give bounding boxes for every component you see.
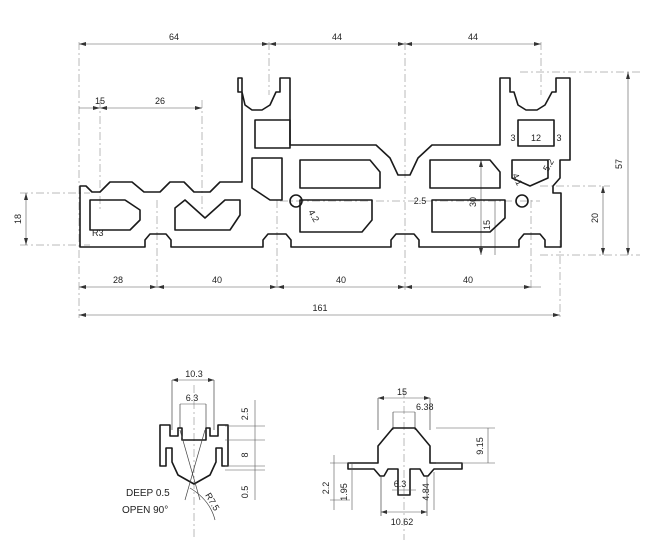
dim-right-30: 30 (468, 197, 478, 207)
slot-dim-6-3: 6.3 (186, 393, 199, 403)
label-r3: R3 (92, 228, 104, 238)
dim-top-2: 44 (332, 32, 342, 42)
profile-outline (79, 77, 571, 248)
dim-bottom-4: 40 (463, 275, 473, 285)
slot-note-deep: DEEP 0.5 (126, 488, 170, 499)
slot-dim-10-3: 10.3 (185, 369, 203, 379)
label-3-right: 3 (556, 133, 561, 143)
dim-top-3: 44 (468, 32, 478, 42)
label-4-2: 4.2 (306, 208, 321, 224)
groove-dim-9-15: 9.15 (475, 437, 485, 455)
core-hole-1 (289, 194, 303, 208)
slot-dim-8: 8 (240, 452, 250, 457)
slot-dim-0-5: 0.5 (240, 486, 250, 499)
square-hole-right (517, 119, 555, 147)
groove-dim-15: 15 (397, 387, 407, 397)
slot-note-open: OPEN 90° (122, 505, 168, 516)
groove-dim-2-2: 2.2 (321, 482, 331, 495)
dim-right-20: 20 (590, 213, 600, 223)
dim-upper-1: 15 (95, 96, 105, 106)
main-profile: 64 44 44 15 26 57 30 20 15 18 (13, 32, 640, 318)
dim-bottom-3: 40 (336, 275, 346, 285)
dim-bottom-2: 40 (212, 275, 222, 285)
dim-right-15: 15 (482, 220, 492, 230)
square-hole-left (254, 119, 291, 149)
label-4-1: 4.1 (510, 172, 524, 188)
core-hole-2 (515, 194, 529, 208)
groove-dim-6-38: 6.38 (416, 402, 434, 412)
slot-outline (159, 424, 229, 485)
label-2-5: 2.5 (414, 196, 427, 206)
dim-right-57: 57 (614, 159, 624, 169)
label-12: 12 (531, 133, 541, 143)
dim-bottom-1: 28 (113, 275, 123, 285)
groove-dim-6-3: 6.3 (394, 479, 407, 489)
label-3-left: 3 (510, 133, 515, 143)
dim-upper-2: 26 (155, 96, 165, 106)
dim-top-1: 64 (169, 32, 179, 42)
dim-left-18: 18 (13, 214, 23, 224)
groove-outline (347, 427, 463, 496)
dim-overall-width: 161 (312, 303, 327, 313)
groove-dim-10-62: 10.62 (391, 517, 414, 527)
groove-dim-1-95: 1.95 (339, 483, 349, 501)
groove-dim-4-84: 4.84 (421, 483, 431, 501)
groove-detail: 15 6.38 9.15 2.2 1.95 6.3 4.84 10.62 (321, 387, 495, 540)
slot-detail: 10.3 6.3 2.5 8 0.5 R7.5 DEEP 0.5 OPEN 90… (122, 369, 265, 540)
slot-dim-2-5: 2.5 (240, 408, 250, 421)
